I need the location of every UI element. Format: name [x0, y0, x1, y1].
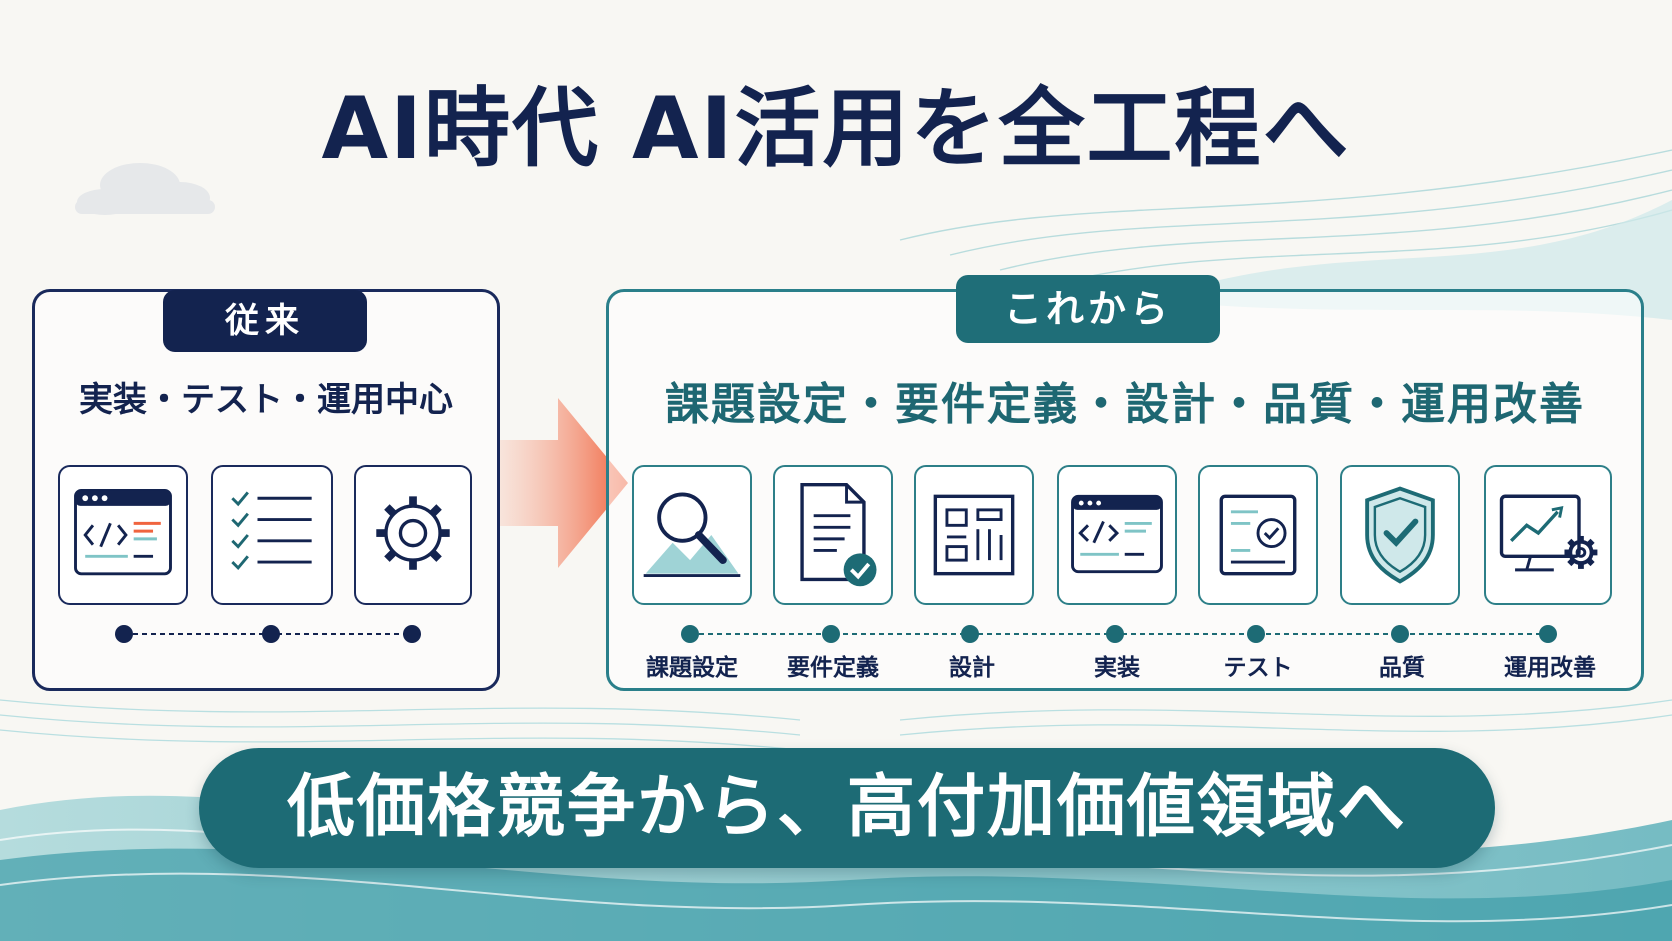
step-label-design: 設計 [949, 655, 995, 681]
cloud-icon [75, 163, 215, 215]
gear-icon [354, 465, 472, 605]
document-check-icon [773, 465, 893, 605]
bottom-banner: 低価格競争から、高付加価値領域へ [199, 748, 1495, 868]
monitor-chart-gear-icon [1484, 465, 1612, 605]
step-label-test: テスト [1223, 655, 1293, 681]
traditional-subtitle: 実装・テスト・運用中心 [79, 380, 453, 420]
step-label-quality: 品質 [1379, 655, 1425, 681]
arrow-right-icon [500, 398, 628, 568]
code-window-icon [58, 465, 188, 605]
page-title: AI時代 AI活用を全工程へ [321, 79, 1351, 179]
step-label-requirements: 要件定義 [787, 655, 879, 681]
code-window-icon [1057, 465, 1177, 605]
step-label-operations: 運用改善 [1504, 655, 1596, 681]
step-label-implementation: 実装 [1094, 655, 1140, 681]
magnifier-mountain-icon [632, 465, 752, 605]
future-timeline [681, 625, 1557, 643]
traditional-tag: 従来 [163, 290, 367, 352]
test-report-icon [1198, 465, 1318, 605]
shield-check-icon [1340, 465, 1460, 605]
step-label-issue: 課題設定 [646, 655, 738, 681]
future-tag: これから [956, 275, 1220, 343]
checklist-icon [211, 465, 333, 605]
traditional-timeline [115, 625, 421, 643]
future-subtitle: 課題設定・要件定義・設計・品質・運用改善 [665, 379, 1585, 430]
layout-blueprint-icon [914, 465, 1034, 605]
